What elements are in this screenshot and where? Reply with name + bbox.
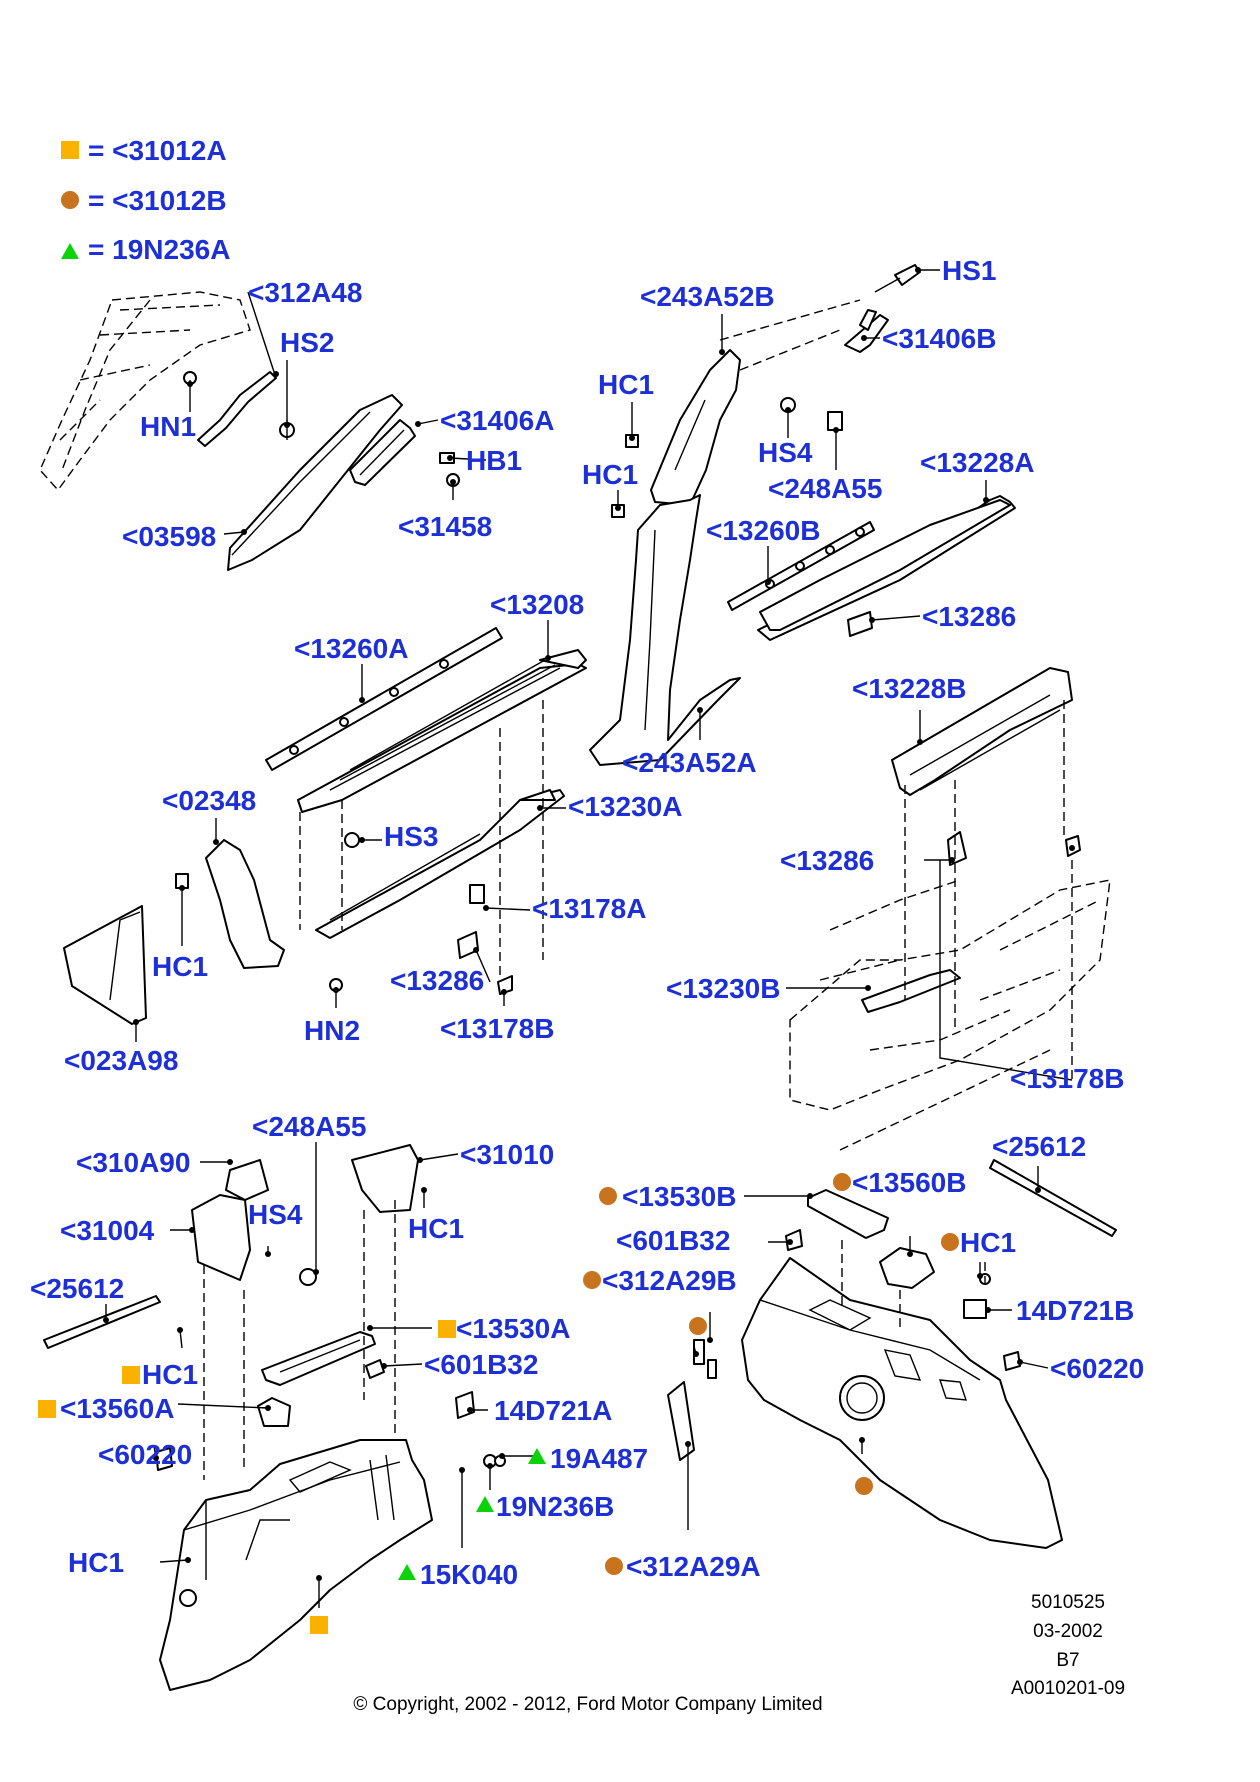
doc-date: 03-2002 [1033,1621,1103,1642]
callout-label: <243A52B [640,281,775,312]
callout-label: <312A29B [602,1265,737,1296]
legend-item-text: = <31012A [88,135,227,166]
triangle-marker [476,1496,494,1512]
callout-label: HC1 [68,1547,124,1578]
callout-label: <13286 [922,601,1016,632]
callout-label: <601B32 [616,1225,730,1256]
callout-label: <310A90 [76,1147,190,1178]
callout-label: 19N236B [496,1491,614,1522]
callout-label: <13230A [568,791,682,822]
callout-label: HS2 [280,327,334,358]
scuff-plate-rear-group [727,495,1016,641]
callout-markers [38,1173,959,1634]
circle-marker [599,1187,617,1205]
legend: = <31012A = <31012B = 19N236A [61,135,230,265]
callout-label: <13530B [622,1181,736,1212]
callout-label: HN1 [140,411,196,442]
callout-label: HS4 [248,1199,303,1230]
callout-label: 14D721A [494,1395,612,1426]
callout-label: 15K040 [420,1559,518,1590]
callout-label: <13178B [1010,1063,1124,1094]
callout-label: <31406B [882,323,996,354]
callout-label: <13530A [456,1313,570,1344]
callout-label: <60220 [1050,1353,1144,1384]
callout-label: HC1 [960,1227,1016,1258]
square-marker [122,1366,140,1384]
rear-sill-group [789,667,1111,1151]
square-marker [38,1400,56,1418]
callout-label: <312A48 [248,277,362,308]
callout-label: <31458 [398,511,492,542]
triangle-marker [398,1564,416,1580]
quarter-trim-right-group [667,1159,1117,1549]
kick-panel-group [63,839,285,1025]
leader-lines [103,267,1075,1608]
legend-square-marker [61,141,79,159]
b-pillar-group [589,264,921,766]
callout-label: 14D721B [1016,1295,1134,1326]
callout-label: <60220 [98,1439,192,1470]
callout-label: <02348 [162,785,256,816]
callout-label: <13228A [920,447,1034,478]
callout-label: <023A98 [64,1045,178,1076]
callout-label: HC1 [598,369,654,400]
callout-label: <13178B [440,1013,554,1044]
callout-label: HC1 [408,1213,464,1244]
callout-label: <31406A [440,405,554,436]
callout-label: <13286 [390,965,484,996]
callout-label: <248A55 [252,1111,366,1142]
callout-label: <13560B [852,1167,966,1198]
doc-number: 5010525 [1031,1592,1105,1613]
callout-label: <13178A [532,893,646,924]
circle-marker [605,1557,623,1575]
quarter-trim-left-group [43,1144,506,1691]
callout-label: HC1 [152,951,208,982]
callout-label: HS3 [384,821,438,852]
callout-label: HB1 [466,445,522,476]
callout-label: <13208 [490,589,584,620]
circle-marker [941,1233,959,1251]
callout-label: <312A29A [626,1551,761,1582]
callout-label: <248A55 [768,473,882,504]
callout-labels: <312A48 HS2 HN1 <31406A HB1 <31458 <0359… [30,255,1144,1590]
circle-marker [689,1317,707,1335]
legend-item-text: = <31012B [88,185,227,216]
doc-ref: A0010201-09 [1011,1678,1125,1699]
callout-label: <31010 [460,1139,554,1170]
callout-label: HC1 [582,459,638,490]
circle-marker [583,1271,601,1289]
legend-triangle-marker [61,243,79,259]
scuff-plate-front-group [265,627,587,995]
legend-circle-marker [61,191,79,209]
callout-label: <25612 [30,1273,124,1304]
callout-label: <31004 [60,1215,155,1246]
callout-label: <243A52A [622,747,757,778]
doc-code: B7 [1056,1650,1079,1671]
callout-label: <13228B [852,673,966,704]
copyright: © Copyright, 2002 - 2012, Ford Motor Com… [353,1694,822,1715]
callout-label: HC1 [142,1359,198,1390]
triangle-marker [528,1448,546,1464]
callout-label: <13560A [60,1393,174,1424]
callout-label: HS1 [942,255,996,286]
legend-item-text: = 19N236A [88,234,230,265]
square-marker [438,1320,456,1338]
callout-label: <13230B [666,973,780,1004]
square-marker [310,1616,328,1634]
callout-label: <13286 [780,845,874,876]
circle-marker [833,1173,851,1191]
callout-label: HS4 [758,437,813,468]
circle-marker [855,1477,873,1495]
callout-label: HN2 [304,1015,360,1046]
callout-label: <13260B [706,515,820,546]
footer: 5010525 03-2002 B7 A0010201-09 © Copyrig… [353,1592,1125,1715]
a-pillar-group [39,291,460,571]
callout-label: 19A487 [550,1443,648,1474]
callout-label: <13260A [294,633,408,664]
callout-label: <25612 [992,1131,1086,1162]
callout-label: <601B32 [424,1349,538,1380]
callout-label: <03598 [122,521,216,552]
